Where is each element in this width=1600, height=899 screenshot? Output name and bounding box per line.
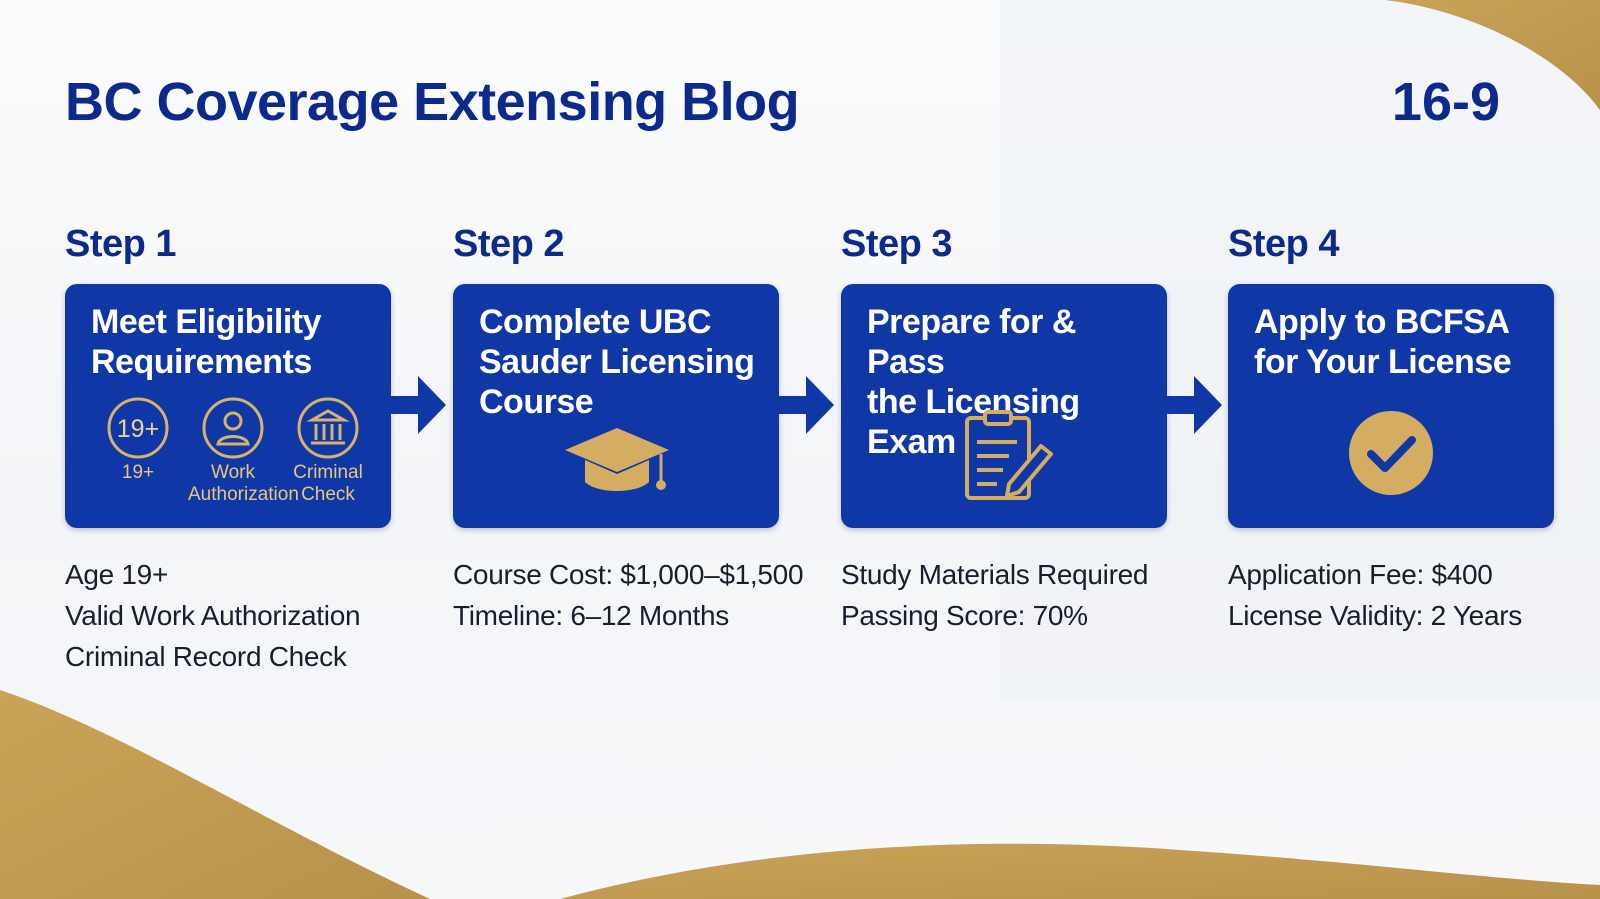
card-title-line: Apply to BCFSA xyxy=(1254,303,1510,341)
step-4: Step 4 Apply to BCFSA for Your License A… xyxy=(1228,222,1554,631)
step-label: Step 3 xyxy=(841,223,953,265)
step-label: Step 2 xyxy=(453,223,565,265)
detail-line: Passing Score: 70% xyxy=(841,600,1088,631)
step-label: Step 1 xyxy=(65,223,177,265)
work-authorization: Work Authorization xyxy=(188,396,299,506)
card-title-line: Requirements xyxy=(91,343,312,381)
card-title: Prepare for & Pass the Licensing Exam xyxy=(867,302,1149,462)
step-3: Step 3 Prepare for & Pass the Licensing … xyxy=(841,222,1167,631)
step-details: Study Materials Required Passing Score: … xyxy=(841,554,1201,636)
detail-line: Application Fee: $400 xyxy=(1228,559,1493,590)
step-card: Meet Eligibility Requirements 19+ 19+ Wo… xyxy=(65,284,391,528)
gold-curve-bottom-right xyxy=(560,843,1600,899)
icon-label: 19+ xyxy=(121,462,155,483)
age-19-icon: 19+ xyxy=(107,397,169,459)
step-card: Apply to BCFSA for Your License xyxy=(1228,284,1554,528)
arrow-right-icon xyxy=(776,376,834,434)
step-label: Step 4 xyxy=(1228,223,1340,265)
clipboard-pencil-icon xyxy=(965,410,1053,500)
step-card: Complete UBC Sauder Licensing Course xyxy=(453,284,779,528)
checkmark-circle-icon xyxy=(1349,411,1433,495)
arrow-right-icon xyxy=(1164,376,1222,434)
person-icon xyxy=(202,397,264,459)
detail-line: License Validity: 2 Years xyxy=(1228,600,1522,631)
icon-label: Authorization xyxy=(188,484,299,505)
icon-label: Criminal xyxy=(293,462,363,483)
detail-line: Study Materials Required xyxy=(841,559,1149,590)
step-1: Step 1 Meet Eligibility Requirements 19+… xyxy=(65,222,391,672)
icon-label: Work xyxy=(211,462,255,483)
card-title: Complete UBC Sauder Licensing Course xyxy=(479,302,761,422)
detail-line: Timeline: 6–12 Months xyxy=(453,600,729,631)
courthouse-icon xyxy=(297,397,359,459)
card-title-line: Meet Eligibility xyxy=(91,303,322,341)
card-title-line: Sauder Licensing xyxy=(479,343,755,381)
gold-curve-top-right xyxy=(1385,0,1600,110)
card-title-line: Complete UBC xyxy=(479,303,712,341)
step-2: Step 2 Complete UBC Sauder Licensing Cou… xyxy=(453,222,804,631)
arrow-right-icon xyxy=(388,376,446,434)
step-details: Application Fee: $400 License Validity: … xyxy=(1228,554,1588,636)
icon-label: Check xyxy=(301,484,355,505)
svg-text:19+: 19+ xyxy=(117,415,159,443)
step-details: Age 19+ Valid Work Authorization Crimina… xyxy=(65,554,425,677)
graduation-cap-icon xyxy=(565,428,669,491)
card-title-line: Course xyxy=(479,383,594,421)
detail-line: Valid Work Authorization xyxy=(65,600,361,631)
gold-curve-bottom-left xyxy=(0,690,430,899)
age-requirement: 19+ 19+ xyxy=(93,396,183,484)
detail-line: Age 19+ xyxy=(65,559,168,590)
page-title: BC Coverage Extensing Blog xyxy=(65,72,800,132)
card-title-line: Prepare for & Pass xyxy=(867,303,1076,381)
detail-line: Criminal Record Check xyxy=(65,641,347,672)
card-title-line: for Your License xyxy=(1254,343,1512,381)
card-title-line: the Licensing Exam xyxy=(867,383,1080,461)
step-details: Course Cost: $1,000–$1,500 Timeline: 6–1… xyxy=(453,554,813,636)
detail-line: Course Cost: $1,000–$1,500 xyxy=(453,559,804,590)
eligibility-icons: 19+ 19+ Work Authorization xyxy=(93,396,373,516)
card-title: Apply to BCFSA for Your License xyxy=(1254,302,1536,382)
step-card: Prepare for & Pass the Licensing Exam xyxy=(841,284,1167,528)
card-title: Meet Eligibility Requirements xyxy=(91,302,373,382)
criminal-check: Criminal Check xyxy=(283,396,373,506)
page-code: 16-9 xyxy=(1391,72,1500,132)
